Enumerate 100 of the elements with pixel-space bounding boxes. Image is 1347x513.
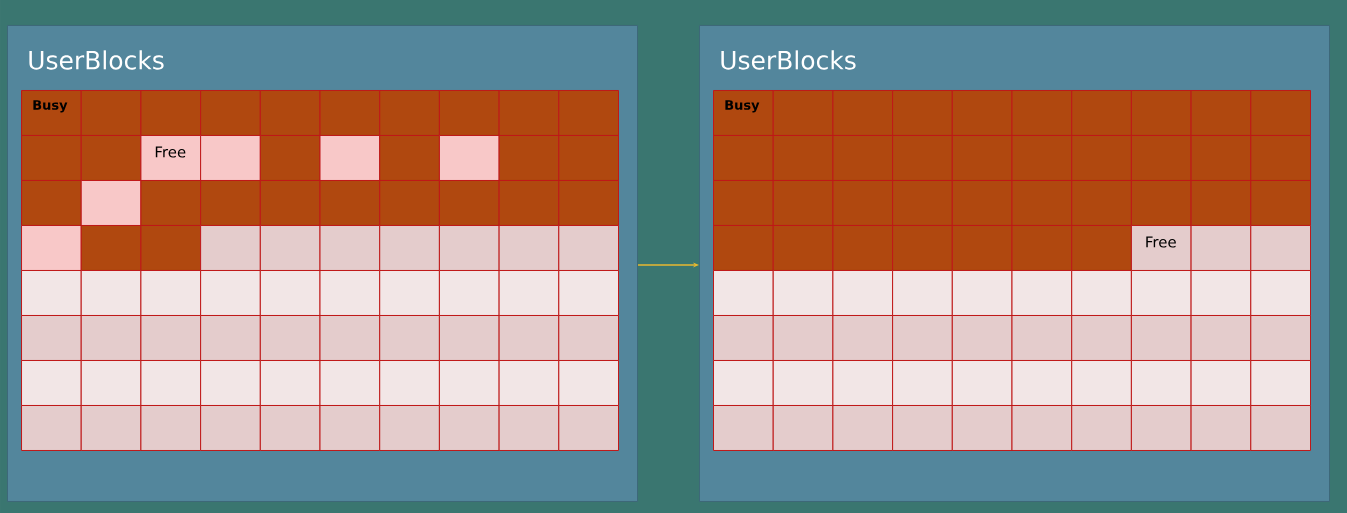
- grid-cell: [1071, 135, 1132, 181]
- grid-cell: [832, 90, 894, 136]
- grid-cell: [438, 90, 500, 136]
- grid-cell: [1190, 225, 1252, 271]
- grid-cell: [558, 225, 619, 271]
- grid-cell: [1130, 90, 1192, 136]
- grid-cell: [558, 360, 619, 406]
- grid-cell: [1190, 135, 1252, 181]
- grid-cell: [1130, 270, 1192, 316]
- grid-cell: [80, 315, 142, 361]
- grid-cell: [200, 90, 261, 136]
- grid-cell: [259, 225, 321, 271]
- grid-cell: [319, 270, 381, 316]
- grid-cell: [140, 315, 202, 361]
- grid-cell: [21, 135, 82, 181]
- grid-cell: [498, 315, 560, 361]
- grid-cell: [319, 315, 381, 361]
- grid-cell: [21, 405, 82, 451]
- grid-cell: [379, 90, 440, 136]
- grid-cell: [951, 315, 1013, 361]
- grid-cell: [1071, 225, 1132, 271]
- grid-cell: [892, 180, 953, 226]
- grid-cell: [772, 225, 834, 271]
- grid-cell: [438, 360, 500, 406]
- grid-cell: [21, 225, 82, 271]
- grid-cell: [438, 225, 500, 271]
- grid-cell: [200, 225, 261, 271]
- grid-cell: [832, 360, 894, 406]
- grid-cell: [319, 180, 381, 226]
- grid-cell: [892, 360, 953, 406]
- grid-cell: [1011, 270, 1073, 316]
- grid-cell: [1011, 360, 1073, 406]
- grid-cell: [772, 360, 834, 406]
- grid-cell: [1250, 360, 1311, 406]
- grid-cell: [951, 135, 1013, 181]
- grid-cell: [1250, 225, 1311, 271]
- grid-cell: [498, 135, 560, 181]
- grid-cell: [498, 360, 560, 406]
- grid-cell: [259, 360, 321, 406]
- grid-cell: [438, 270, 500, 316]
- grid-cell: [892, 225, 953, 271]
- grid-cell: [200, 135, 261, 181]
- grid-cell: [319, 405, 381, 451]
- grid-cell: [80, 405, 142, 451]
- grid-cell: [379, 315, 440, 361]
- grid-cell: [713, 180, 774, 226]
- grid-cell: [259, 180, 321, 226]
- grid-cell: [951, 270, 1013, 316]
- grid-cell: Busy: [21, 90, 82, 136]
- grid-cell: [892, 405, 953, 451]
- grid-cell: [379, 360, 440, 406]
- grid-cell: [1071, 315, 1132, 361]
- grid-cell: [1011, 180, 1073, 226]
- grid-cell: [772, 405, 834, 451]
- grid-cell: [1071, 405, 1132, 451]
- grid-cell: [1011, 135, 1073, 181]
- grid-cell: [140, 270, 202, 316]
- grid-cell: [951, 225, 1013, 271]
- grid-cell: [379, 180, 440, 226]
- grid-cell: [1071, 360, 1132, 406]
- grid-cell: [772, 270, 834, 316]
- grid-cell: [319, 360, 381, 406]
- grid-cell: [1130, 360, 1192, 406]
- grid-cell: [951, 360, 1013, 406]
- grid-cell: [713, 225, 774, 271]
- grid-cell: [140, 360, 202, 406]
- grid-cell: [713, 315, 774, 361]
- grid-cell: [438, 405, 500, 451]
- grid-cell: [498, 90, 560, 136]
- grid-cell: [558, 315, 619, 361]
- grid-cell: [200, 405, 261, 451]
- grid-cell: [558, 135, 619, 181]
- grid-cell: [80, 225, 142, 271]
- grid-cell: [951, 180, 1013, 226]
- grid-cell: [140, 180, 202, 226]
- grid-cell: [1250, 315, 1311, 361]
- grid-cell: [80, 90, 142, 136]
- grid-cell: [1250, 135, 1311, 181]
- grid-cell: [1250, 90, 1311, 136]
- grid-cell: [498, 225, 560, 271]
- grid-cell: [259, 315, 321, 361]
- grid-cell: [21, 180, 82, 226]
- grid-cell: [438, 135, 500, 181]
- grid-cell: [558, 270, 619, 316]
- grid-cell: [80, 360, 142, 406]
- grid-cell: [832, 135, 894, 181]
- grid-cell: [1011, 405, 1073, 451]
- grid-cell: [1011, 90, 1073, 136]
- grid-cell: [1250, 180, 1311, 226]
- grid-cell: [558, 405, 619, 451]
- grid-cell: [21, 315, 82, 361]
- grid-cell: [319, 225, 381, 271]
- grid-cell: [140, 225, 202, 271]
- grid-cell: [558, 180, 619, 226]
- grid-cell: [892, 135, 953, 181]
- grid-cell: [200, 180, 261, 226]
- grid-cell: Free: [140, 135, 202, 181]
- grid-cell: [713, 405, 774, 451]
- grid-cell: [259, 270, 321, 316]
- grid-cell: [498, 405, 560, 451]
